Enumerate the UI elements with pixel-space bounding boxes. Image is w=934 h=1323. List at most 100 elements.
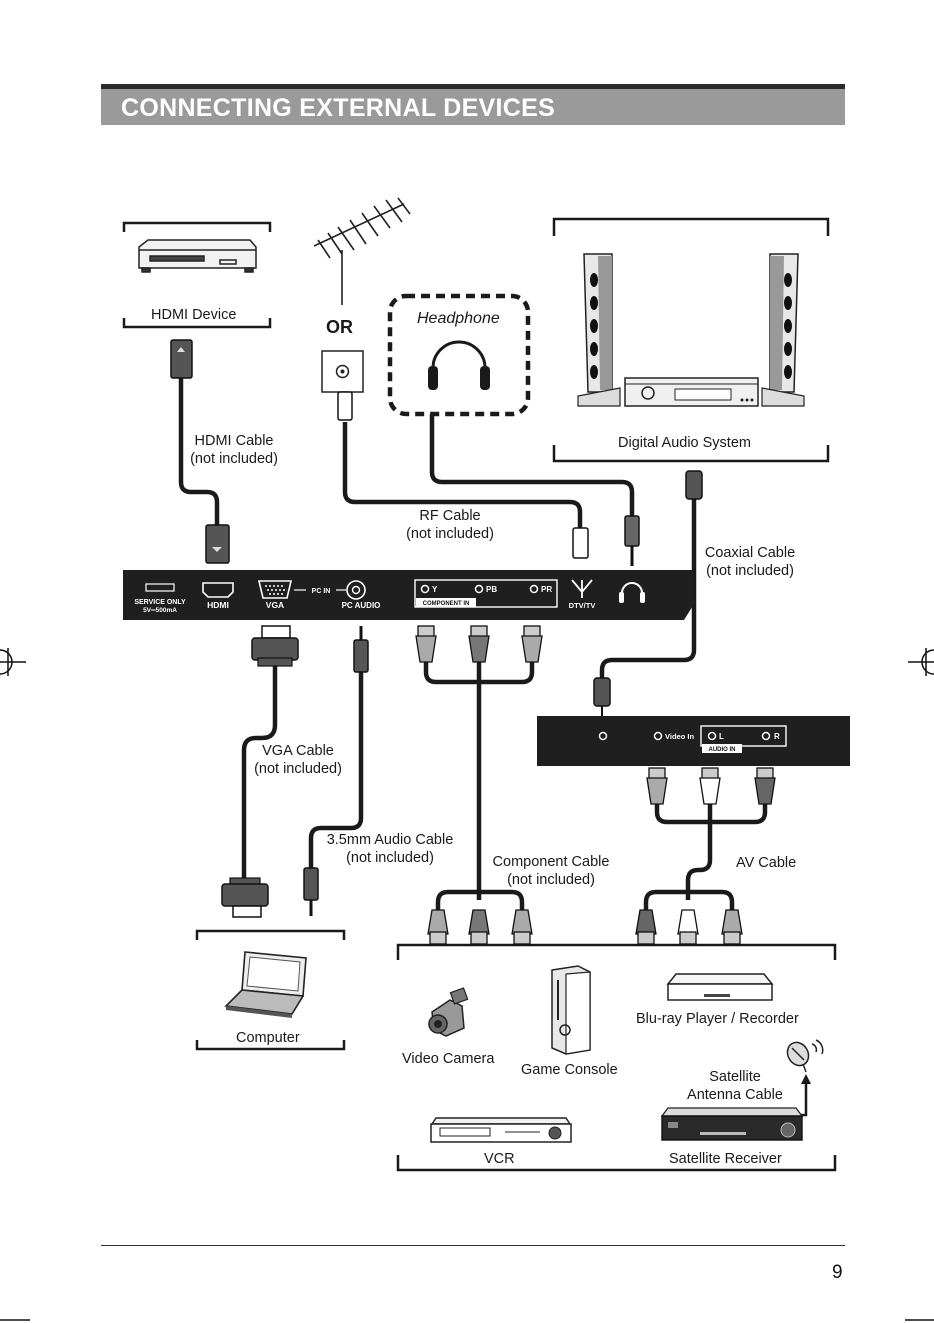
- audio-system-bracket-bottom: [552, 445, 830, 463]
- component-in-frame: [414, 579, 558, 608]
- vga-plug-bottom: [221, 877, 269, 918]
- coaxial-plug-bottom: [593, 677, 611, 716]
- headphone-cable: [429, 414, 635, 518]
- service-power-label: 5V═500mA: [143, 607, 177, 614]
- hdmi-port-icon: [202, 582, 234, 598]
- vga-cable-label: VGA Cable (not included): [254, 743, 342, 777]
- coax-port-icon: [598, 731, 608, 741]
- satellite-antenna-cable-label: Satellite Antenna Cable: [687, 1069, 783, 1103]
- av-panel-ports: [598, 725, 787, 753]
- coaxial-cable: [599, 498, 697, 680]
- game-console-icon: [551, 965, 591, 1055]
- cables: [178, 376, 808, 1117]
- av-cable-bottom: [643, 889, 735, 912]
- rf-plug-outlet: [337, 391, 353, 421]
- rf-cable-label: RF Cable (not included): [406, 508, 494, 542]
- hdmi-cable-label: HDMI Cable (not included): [190, 433, 278, 467]
- av-rca-plugs-top: [646, 767, 776, 805]
- panel-ports: [145, 579, 645, 608]
- audio-in-label: AUDIO IN: [709, 747, 736, 753]
- component-cable-label: Component Cable (not included): [492, 854, 610, 888]
- pc-in-label: PC IN: [312, 588, 331, 595]
- satellite-dish-icon: [786, 1039, 824, 1073]
- headphone-port-icon: [619, 582, 645, 603]
- hdmi-cable: [178, 376, 220, 527]
- computer-bracket-top: [195, 929, 346, 940]
- digital-audio-system-icon: [577, 253, 805, 407]
- vga-plug-top: [251, 625, 299, 667]
- component-pb-label: PB: [486, 585, 497, 594]
- component-in-label: COMPONENT IN: [423, 601, 470, 607]
- audio-system-bracket-top: [552, 217, 830, 236]
- service-only-label: SERVICE ONLY: [134, 599, 186, 606]
- tv-connection-panel: [123, 570, 684, 620]
- pc-audio-port-label: PC AUDIO: [342, 601, 381, 610]
- dtv-antenna-port-icon: [571, 579, 593, 598]
- speaker-right-icon: [761, 253, 805, 407]
- audio-receiver-icon: [624, 377, 759, 407]
- video-in-port-icon: [653, 731, 663, 741]
- pc-audio-port-icon: [346, 580, 366, 600]
- hdmi-plug-top: [170, 339, 193, 379]
- vga-port-label: VGA: [266, 600, 284, 610]
- antenna-icon: [313, 197, 411, 305]
- hdmi-port-label: HDMI: [207, 600, 229, 610]
- registration-mark-left: [0, 648, 26, 676]
- rf-cable: [342, 422, 583, 530]
- vcr-icon: [430, 1117, 572, 1143]
- component-rca-plugs-bottom: [427, 909, 533, 945]
- headphone-plug: [624, 515, 640, 566]
- component-pb-port-icon: [474, 584, 484, 594]
- av-devices-bracket-bottom: [396, 1155, 837, 1172]
- hdmi-device-icon: [138, 239, 257, 273]
- hdmi-device-bracket-bottom: [122, 318, 272, 329]
- speaker-left-icon: [577, 253, 621, 407]
- audio-r-label: R: [774, 732, 780, 741]
- device-brackets: [122, 217, 837, 1172]
- audio-l-port-icon: [707, 731, 717, 741]
- component-rca-plugs-top: [415, 625, 543, 663]
- computer-laptop-icon: [224, 951, 307, 1018]
- computer-label: Computer: [236, 1030, 300, 1046]
- audio-3-5mm-cable: [308, 670, 364, 870]
- audio-l-label: L: [719, 732, 724, 741]
- hdmi-device-label: HDMI Device: [151, 307, 237, 323]
- registration-mark-right: [908, 648, 934, 676]
- digital-audio-system-label: Digital Audio System: [618, 435, 751, 451]
- page-title: CONNECTING EXTERNAL DEVICES: [121, 94, 556, 122]
- bluray-player-icon: [666, 973, 774, 1001]
- coaxial-cable-label: Coaxial Cable (not included): [704, 545, 796, 579]
- video-camera-label: Video Camera: [402, 1051, 495, 1067]
- bluray-player-label: Blu-ray Player / Recorder: [636, 1011, 799, 1027]
- headphone-label: Headphone: [417, 310, 500, 327]
- coaxial-plug-top: [685, 470, 703, 500]
- vga-cable: [241, 664, 278, 880]
- audio-jack-plug-top: [353, 626, 369, 673]
- rf-wall-outlet: [321, 350, 364, 393]
- av-devices-bracket-top: [396, 943, 837, 960]
- audio-in-frame: [700, 725, 787, 747]
- av-input-panel: [537, 716, 850, 766]
- vcr-label: VCR: [484, 1151, 515, 1167]
- rf-plug-tv: [572, 527, 589, 559]
- video-in-label: Video In: [665, 732, 694, 741]
- satellite-arrow-icon: [801, 1074, 811, 1084]
- av-cable-label: AV Cable: [736, 855, 797, 871]
- headphone-dashed-box: [387, 293, 531, 417]
- audio-jack-plug-bottom: [303, 867, 319, 916]
- component-y-label: Y: [432, 585, 438, 594]
- audio-r-port-icon: [761, 731, 771, 741]
- or-label: OR: [326, 317, 353, 337]
- video-camera-icon: [428, 987, 469, 1037]
- satellite-receiver-label: Satellite Receiver: [669, 1151, 782, 1167]
- hdmi-device-bracket-top: [122, 221, 272, 232]
- headphone-icon: [428, 340, 490, 390]
- vga-port-icon: [257, 580, 293, 599]
- game-console-label: Game Console: [521, 1062, 618, 1078]
- av-cable-main: [685, 800, 713, 900]
- component-pr-label: PR: [541, 585, 552, 594]
- page-number: 9: [832, 1262, 843, 1283]
- satellite-receiver-icon: [660, 1107, 804, 1141]
- component-y-port-icon: [420, 584, 430, 594]
